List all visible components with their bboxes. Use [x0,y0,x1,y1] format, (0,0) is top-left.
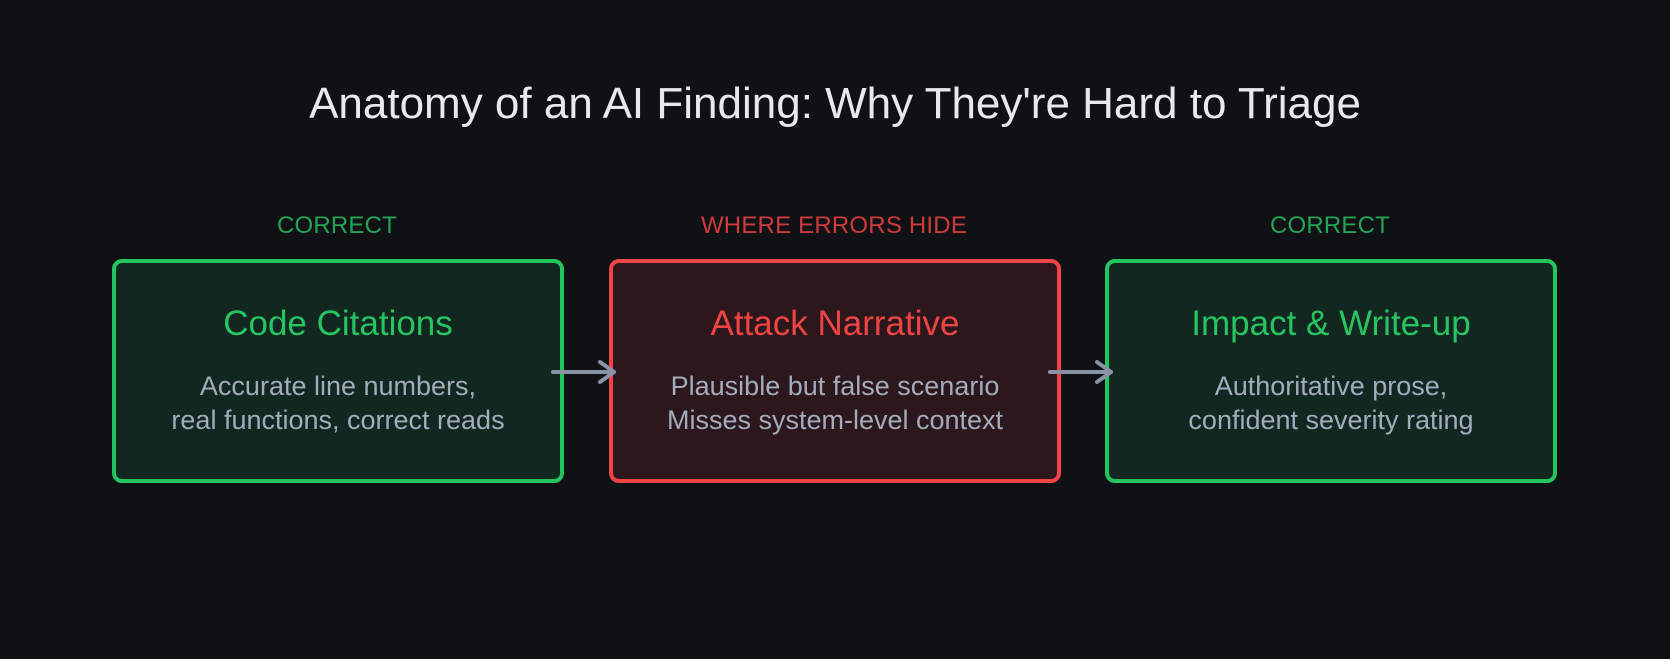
impact-writeup-box: Impact & Write-up Authoritative prose, c… [1105,259,1557,483]
diagram-title: Anatomy of an AI Finding: Why They're Ha… [309,79,1361,128]
description-line: Misses system-level context [666,405,1004,435]
description-line: Accurate line numbers, [199,371,477,401]
box-title: Attack Narrative [710,304,960,343]
code-citations-box: Code Citations Accurate line numbers, re… [112,259,564,483]
stage-label-correct: CORRECT [1269,212,1391,239]
box-description: Plausible but false scenario Misses syst… [613,369,1057,437]
box-title: Impact & Write-up [1191,304,1471,343]
box-title: Code Citations [223,304,453,343]
description-line: confident severity rating [1188,405,1474,435]
arrow-right-icon [551,360,616,384]
stage-label-where-errors-hide: WHERE ERRORS HIDE [700,212,968,239]
stage-label-correct: CORRECT [276,212,398,239]
box-description: Authoritative prose, confident severity … [1109,369,1553,437]
attack-narrative-box: Attack Narrative Plausible but false sce… [609,259,1061,483]
description-line: Plausible but false scenario [670,371,1000,401]
description-line: real functions, correct reads [171,405,505,435]
arrow-right-icon [1048,360,1113,384]
description-line: Authoritative prose, [1214,371,1448,401]
box-description: Accurate line numbers, real functions, c… [116,369,560,437]
